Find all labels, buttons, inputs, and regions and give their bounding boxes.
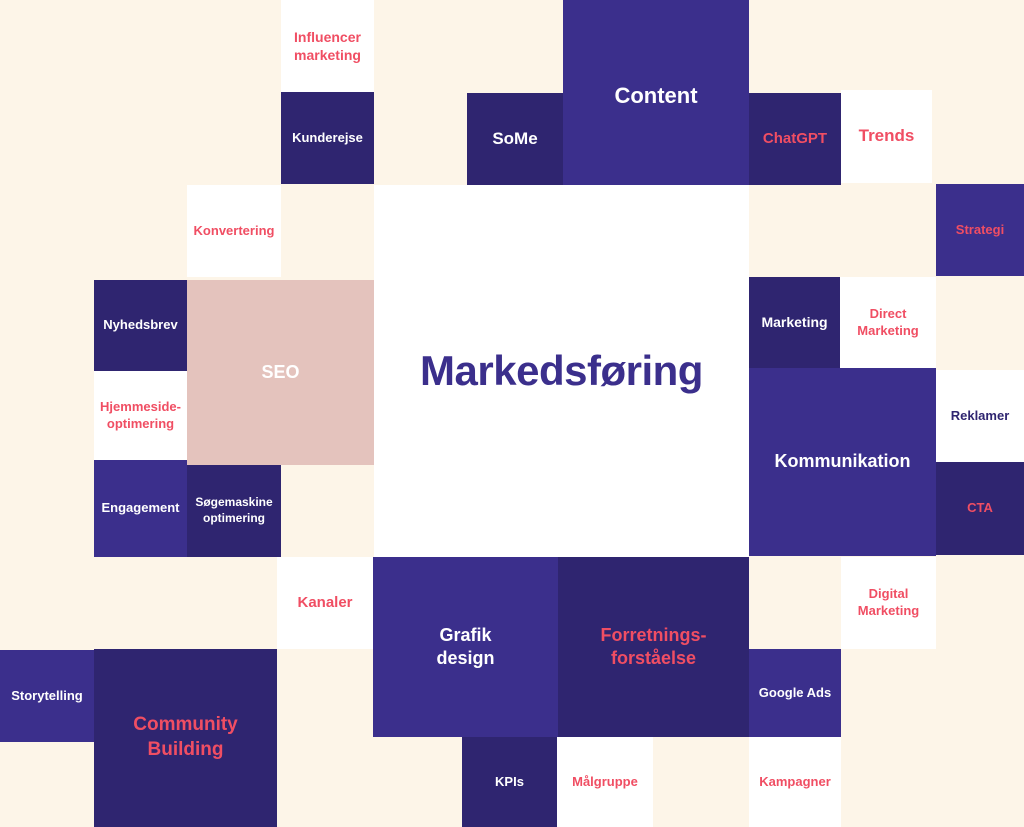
tile-hjemmeside-optimering: Hjemmeside- optimering	[94, 371, 187, 460]
tile-label: Konvertering	[193, 222, 275, 238]
tile-label: Digital Marketing	[857, 586, 920, 618]
tile-seo: SEO	[187, 280, 374, 465]
tile-label: Nyhedsbrev	[103, 317, 178, 333]
tile-storytelling: Storytelling	[0, 650, 94, 742]
tile-label: Community Building	[133, 714, 238, 760]
tile-label: Google Ads	[758, 684, 832, 700]
tile-label: KPIs	[495, 773, 524, 789]
tile-label: SEO	[261, 361, 300, 382]
tile-label: Kampagner	[759, 773, 831, 789]
tile-malgruppe: Målgruppe	[557, 737, 653, 827]
tile-some: SoMe	[467, 93, 563, 185]
tile-kommunikation: Kommunikation	[749, 368, 936, 556]
tile-influencer-marketing: Influencer marketing	[281, 0, 374, 92]
tile-label: Søgemaskine optimering	[195, 495, 273, 525]
tile-label: Strategi	[955, 221, 1005, 237]
tile-label: Influencer marketing	[294, 28, 361, 63]
tile-label: Marketing	[761, 314, 828, 331]
tile-content: Content	[563, 0, 749, 185]
tile-label: Kommunikation	[774, 451, 911, 472]
tile-label: Storytelling	[11, 687, 83, 703]
tile-kampagner: Kampagner	[749, 737, 841, 827]
tile-label: Trends	[858, 126, 915, 146]
tile-label: Direct Marketing	[857, 305, 919, 338]
tile-nyhedsbrev: Nyhedsbrev	[94, 280, 187, 371]
tile-marketing: Marketing	[749, 277, 840, 368]
tile-label: CTA	[967, 500, 993, 516]
tile-label: ChatGPT	[762, 130, 828, 148]
tile-kpis: KPIs	[462, 737, 557, 827]
tile-reklamer: Reklamer	[936, 370, 1024, 462]
tile-chatgpt: ChatGPT	[749, 93, 841, 185]
center-tile: Markedsføring	[374, 185, 749, 557]
tile-digital-marketing: Digital Marketing	[841, 557, 936, 649]
tile-direct-marketing: Direct Marketing	[840, 277, 936, 368]
tile-label: Content	[614, 83, 698, 108]
tile-google-ads: Google Ads	[749, 649, 841, 737]
tile-label: Engagement	[101, 500, 180, 516]
tile-label: Målgruppe	[572, 773, 638, 789]
tile-forretningsforstaaelse: Forretnings- forståelse	[558, 557, 749, 737]
tile-trends: Trends	[841, 90, 932, 183]
tile-strategi: Strategi	[936, 184, 1024, 276]
tile-konvertering: Konvertering	[187, 185, 281, 277]
center-title: Markedsføring	[420, 346, 703, 394]
tile-kunderejse: Kunderejse	[281, 92, 374, 184]
tile-label: SoMe	[492, 128, 538, 148]
tile-community-building: Community Building	[94, 649, 277, 827]
tile-label: Grafik design	[436, 624, 495, 668]
tile-label: Kunderejse	[292, 129, 363, 145]
tile-label: Hjemmeside- optimering	[100, 398, 181, 431]
tile-cta: CTA	[936, 462, 1024, 555]
tile-sogemaskine-optimering: Søgemaskine optimering	[187, 465, 281, 557]
tile-label: Reklamer	[950, 407, 1010, 423]
tile-grafik-design: Grafik design	[373, 557, 558, 737]
tile-label: Kanaler	[297, 594, 353, 612]
tile-kanaler: Kanaler	[277, 557, 373, 649]
tile-engagement: Engagement	[94, 460, 187, 557]
tile-label: Forretnings- forståelse	[600, 624, 707, 668]
